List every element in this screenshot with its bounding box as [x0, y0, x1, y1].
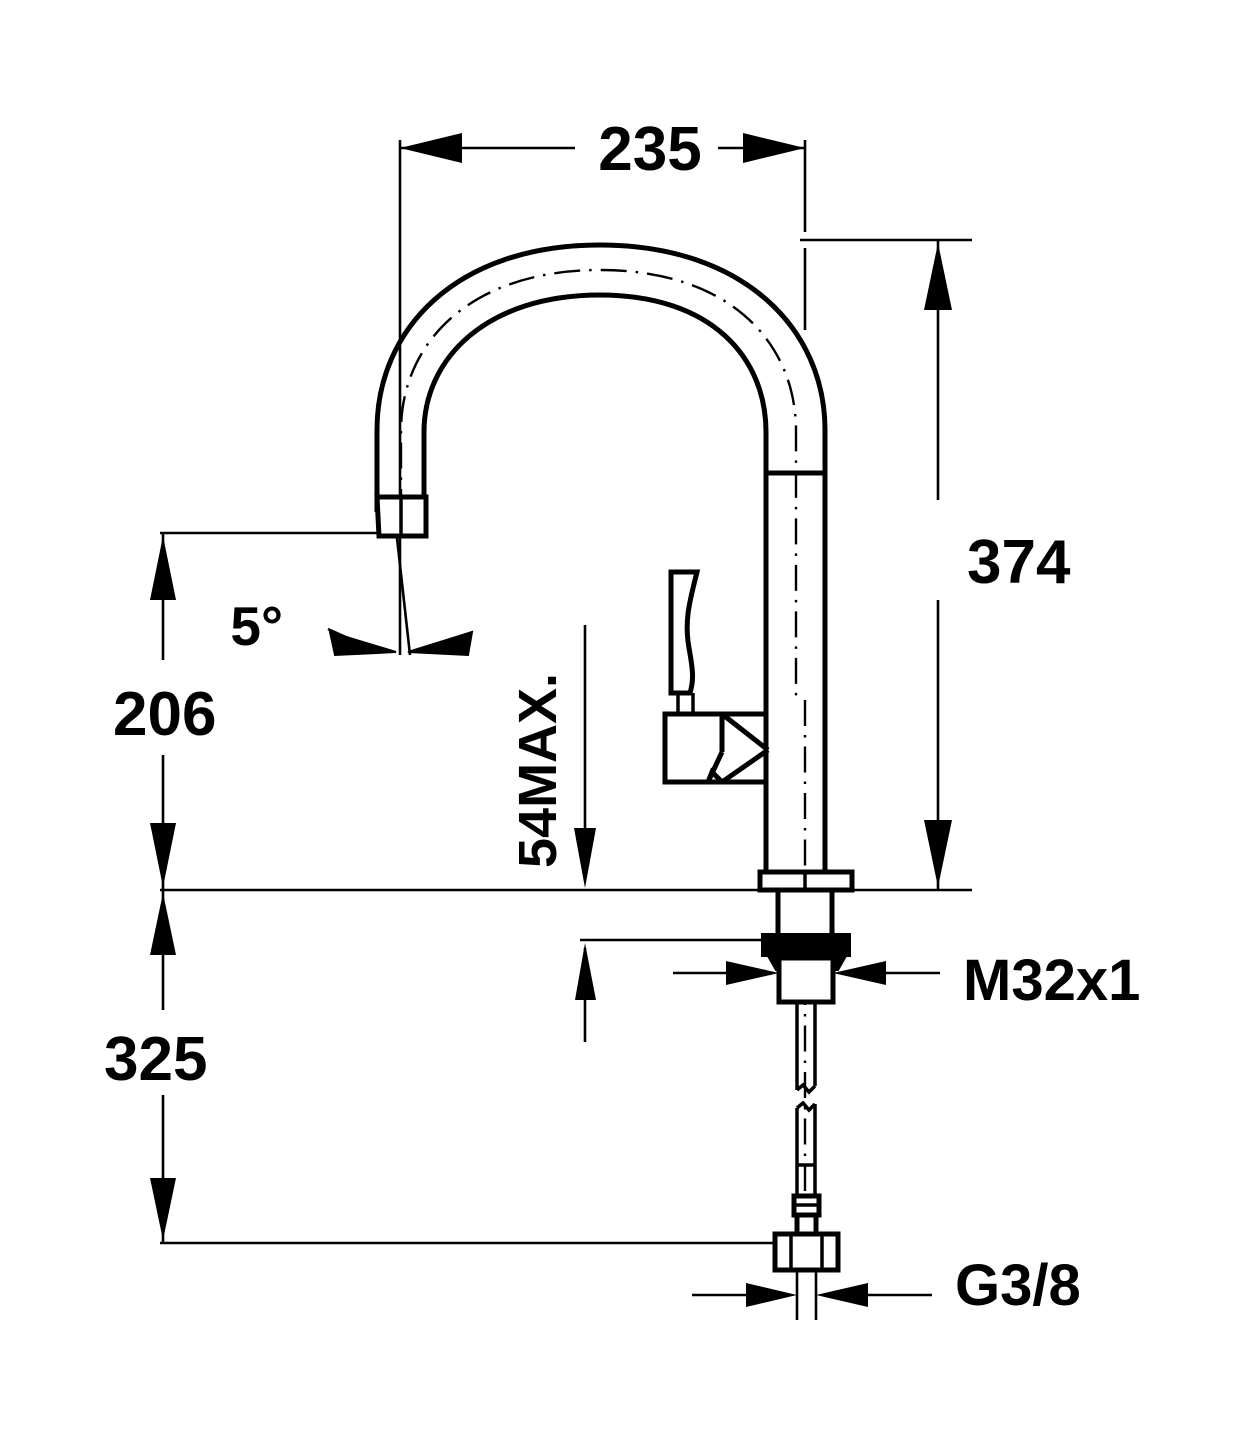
- dimension-374-group: 374: [800, 238, 1071, 890]
- dimension-206-group: 206: [113, 531, 400, 890]
- arrow-374-top: [924, 243, 952, 310]
- spout-axis-tilted: [393, 519, 412, 656]
- faucet-column: [763, 470, 828, 1250]
- shank-upper-body: [775, 887, 835, 939]
- lever-handle-body: [668, 569, 701, 696]
- gooseneck-centerline: [399, 268, 798, 700]
- deck-thickness-ref-arrow: [575, 943, 596, 1000]
- m32-arrow-left: [726, 961, 779, 985]
- dim-label-54max: 54MAX.: [508, 673, 568, 868]
- valve-housing: [662, 711, 770, 785]
- spout-gooseneck: [374, 242, 828, 700]
- arrow-325-bottom: [150, 1178, 176, 1240]
- tube-break-symbol-lower: [795, 1100, 817, 1113]
- valve-wedge-notch: [705, 767, 724, 784]
- base-flange: [757, 869, 855, 893]
- dimension-325-group: 325: [104, 890, 207, 1243]
- g38-leader-group: G3/8: [692, 1253, 1081, 1320]
- dim-label-206: 206: [113, 680, 216, 749]
- supply-tube: [772, 1002, 841, 1273]
- g38-arrow-right: [816, 1283, 868, 1307]
- arrow-206-top: [150, 536, 176, 600]
- arrow-235-left: [400, 133, 462, 163]
- arrow-54max-down: [574, 828, 596, 888]
- m32-leader-group: M32x1: [673, 940, 1140, 1013]
- gooseneck-outer-wall: [374, 242, 828, 512]
- dim-label-325: 325: [104, 1025, 207, 1094]
- faucet-handle-lever: [668, 569, 701, 716]
- dimension-235-group: 235: [398, 115, 807, 520]
- dim-label-374: 374: [967, 528, 1071, 597]
- valve-wedge-upper: [720, 712, 770, 752]
- spout-outlet-aerator: [374, 494, 429, 539]
- tube-break-symbol-upper: [795, 1082, 817, 1095]
- arrow-235-right: [743, 133, 805, 163]
- mounting-shank: [761, 887, 851, 1005]
- dim-label-5deg: 5°: [230, 595, 283, 657]
- m32-arrow-right: [833, 961, 886, 985]
- arrow-374-bottom: [924, 820, 952, 887]
- supply-hex-nut: [772, 1231, 841, 1273]
- dim-label-235: 235: [598, 115, 701, 184]
- dimension-5deg-group: 5°: [230, 519, 474, 657]
- leader-5deg: [327, 627, 351, 641]
- valve-wedge-lower: [720, 747, 770, 785]
- mounting-nut-band: [761, 933, 851, 957]
- arrow-206-bottom: [150, 823, 176, 887]
- g38-arrow-left: [746, 1283, 797, 1307]
- threaded-shank-body: [776, 955, 836, 1005]
- arrow-325-top: [150, 893, 176, 955]
- arrow-5deg-right: [407, 630, 474, 657]
- dimension-54max-group: 54MAX.: [508, 625, 596, 888]
- dim-label-g38: G3/8: [955, 1253, 1081, 1318]
- dim-label-m32: M32x1: [963, 948, 1140, 1013]
- gooseneck-inner-wall: [421, 292, 769, 505]
